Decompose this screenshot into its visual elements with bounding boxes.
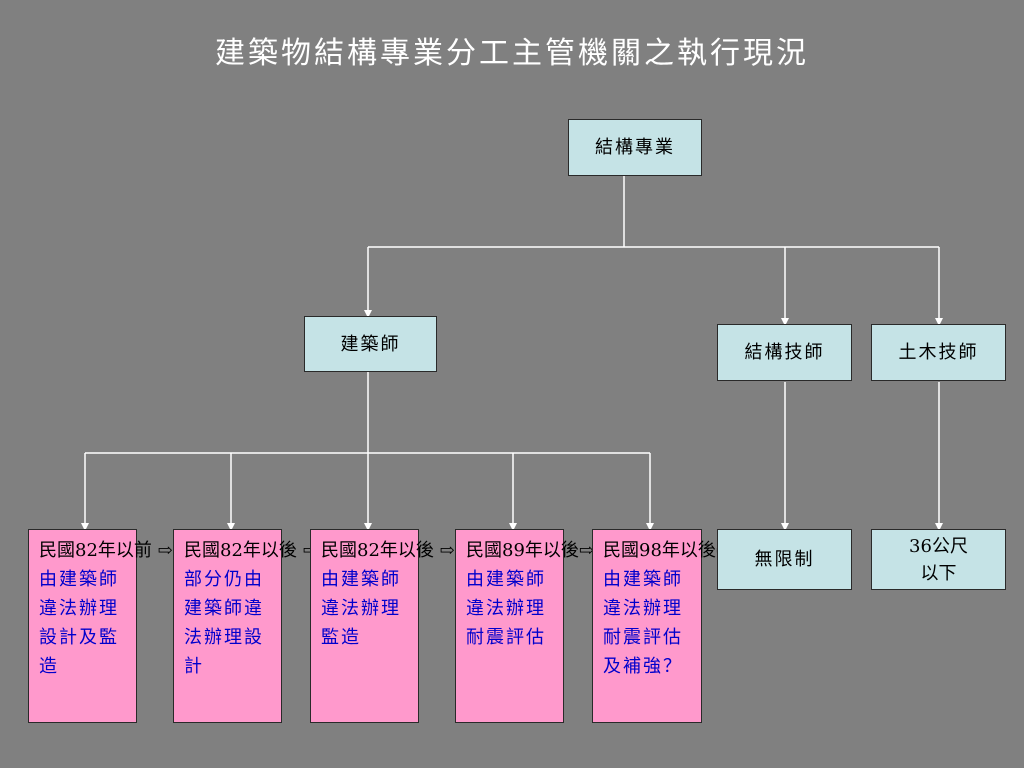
action-label: 由建築師違法辦理監造 (321, 569, 401, 648)
period-label: 民國89年以後⇨ (466, 540, 594, 561)
architect-period-2: 民國82年以後 ⇨ 部分仍由建築師違法辦理設計 (173, 529, 318, 723)
root-node: 結構專業 (568, 119, 702, 176)
architect-period-4: 民國89年以後⇨ 由建築師違法辦理耐震評估 (455, 529, 594, 723)
civil-engineer-scope: 36公尺 以下 (871, 529, 1006, 590)
architect-period-5: 民國98年以後⇨ 由建築師違法辦理耐震評估及補強？ (592, 529, 731, 723)
action-label: 部分仍由建築師違法辦理設計 (184, 569, 264, 677)
scope-label: 無限制 (754, 549, 815, 570)
action-label: 由建築師違法辦理設計及監造 (39, 569, 119, 677)
structural-engineer-node: 結構技師 (717, 324, 852, 381)
architect-period-3: 民國82年以後 ⇨ 由建築師違法辦理監造 (310, 529, 455, 723)
period-label: 民國82年以前 ⇨ (39, 540, 173, 561)
civil-engineer-node: 土木技師 (871, 324, 1006, 381)
action-label: 由建築師違法辦理耐震評估 (466, 569, 546, 648)
period-label: 民國82年以後 ⇨ (184, 540, 318, 561)
page-title: 建築物結構專業分工主管機關之執行現況 (215, 36, 809, 71)
action-label: 由建築師違法辦理耐震評估及補強？ (603, 569, 683, 677)
period-label: 民國98年以後⇨ (603, 540, 731, 561)
architect-node: 建築師 (304, 316, 437, 372)
architect-period-1: 民國82年以前 ⇨ 由建築師違法辦理設計及監造 (28, 529, 173, 723)
height-limit-label: 36公尺 (909, 535, 968, 557)
height-limit-suffix: 以下 (920, 562, 957, 584)
period-label: 民國82年以後 ⇨ (321, 540, 455, 561)
structural-engineer-scope: 無限制 (717, 529, 852, 590)
